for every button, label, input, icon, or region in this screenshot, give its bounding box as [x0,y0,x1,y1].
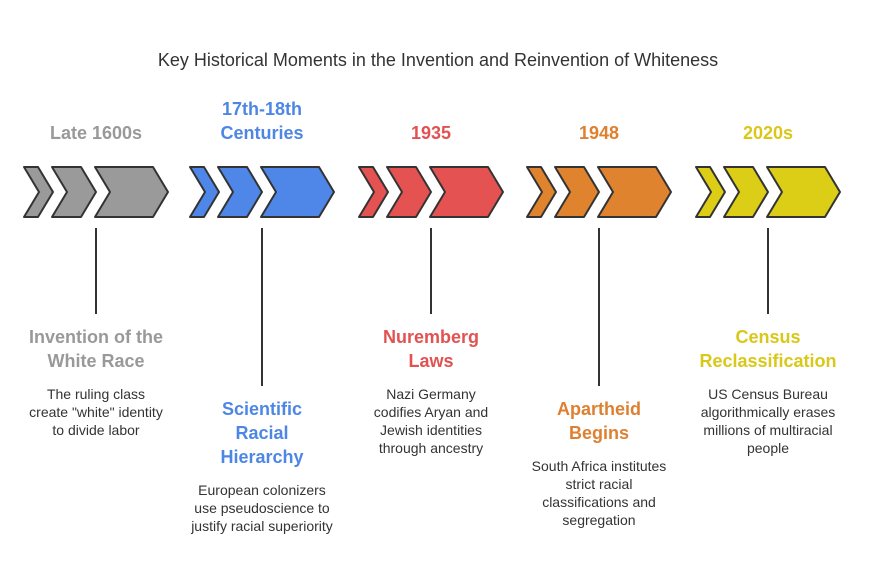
event-description: US Census Bureau algorithmically erases … [700,386,836,456]
connector-line [430,228,432,314]
event-description: European colonizers use pseudoscience to… [191,482,333,534]
connector-line [261,228,263,386]
event-heading: Invention of the White Race [29,327,163,371]
timeline-event-3: 1935 Nuremberg Laws Nazi Germany codifie… [345,0,517,561]
event-heading: Nuremberg Laws [382,327,480,371]
chevron-arrows-icon [23,166,169,218]
timeline-event-5: 2020s Census Reclassification US Census … [682,0,854,561]
connector-line [95,228,97,314]
event-heading: Scientific Racial Hierarchy [220,399,304,467]
event-description: Nazi Germany codifies Aryan and Jewish i… [373,386,489,456]
event-year: 1935 [410,123,452,143]
timeline-event-2: 17th-18th Centuries Scientific Racial Hi… [176,0,348,561]
connector-line [598,228,600,386]
chevron-arrows-icon [189,166,335,218]
event-year: 17th-18th Centuries [220,99,304,143]
event-description: South Africa institutes strict racial cl… [531,458,667,528]
event-heading: Census Reclassification [699,327,837,371]
chevron-arrows-icon [358,166,504,218]
event-year: 2020s [742,123,794,143]
connector-line [767,228,769,314]
timeline-event-1: Late 1600s Invention of the White Race T… [10,0,182,561]
timeline-event-4: 1948 Apartheid Begins South Africa insti… [513,0,685,561]
event-year: Late 1600s [49,123,143,143]
event-year: 1948 [578,123,620,143]
chevron-arrows-icon [526,166,672,218]
diagram-title: Key Historical Moments in the Invention … [157,50,719,70]
chevron-arrows-icon [695,166,841,218]
event-heading: Apartheid Begins [556,399,641,443]
event-description: The ruling class create "white" identity… [29,386,163,438]
